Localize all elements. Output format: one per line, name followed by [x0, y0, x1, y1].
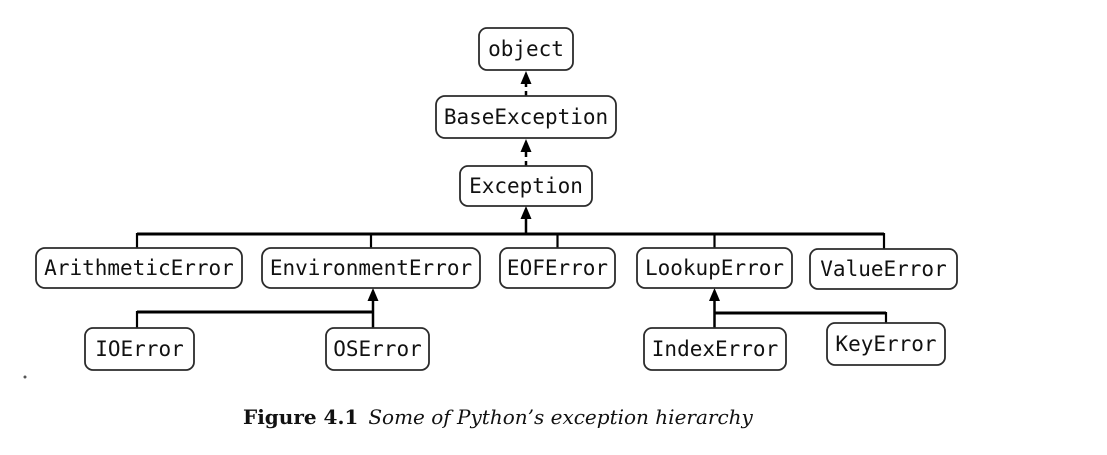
node-box	[643, 327, 787, 371]
stray-dot	[23, 375, 27, 379]
node-label: EOFError	[507, 256, 608, 280]
caption-label: Figure 4.1	[243, 405, 358, 429]
arrowhead-up-icon	[367, 288, 379, 301]
node-box	[84, 327, 195, 371]
node-exception: Exception	[459, 165, 593, 207]
node-arithmeticerror: ArithmeticError	[35, 247, 243, 289]
node-label: LookupError	[645, 256, 784, 280]
node-oserror: OSError	[325, 327, 430, 371]
node-box	[636, 247, 793, 289]
node-label: EnvironmentError	[270, 256, 472, 280]
node-label: OSError	[333, 337, 422, 361]
node-box	[459, 165, 593, 207]
node-label: ValueError	[820, 257, 946, 281]
node-ioerror: IOError	[84, 327, 195, 371]
node-environmenterror: EnvironmentError	[261, 247, 481, 289]
arrowhead-up-icon	[520, 206, 532, 219]
node-box	[826, 322, 946, 366]
edges	[135, 71, 888, 328]
node-box	[325, 327, 430, 371]
node-label: KeyError	[835, 332, 936, 356]
node-label: BaseException	[444, 105, 608, 129]
node-box	[35, 247, 243, 289]
node-object: object	[478, 27, 574, 71]
node-label: object	[488, 37, 564, 61]
node-box	[499, 247, 616, 289]
node-label: IndexError	[652, 337, 778, 361]
node-label: Exception	[469, 174, 583, 198]
node-box	[478, 27, 574, 71]
node-keyerror: KeyError	[826, 322, 946, 366]
arrowhead-up-icon	[709, 288, 720, 301]
caption-body: Some of Python’s exception hierarchy	[368, 405, 753, 429]
node-valueerror: ValueError	[809, 248, 958, 290]
figure-caption: Figure 4.1 Some of Python’s exception hie…	[243, 405, 754, 429]
node-box	[809, 248, 958, 290]
node-box	[261, 247, 481, 289]
arrowhead-up-icon	[520, 71, 532, 84]
node-lookuperror: LookupError	[636, 247, 793, 289]
arrowhead-up-icon	[520, 139, 532, 152]
node-label: ArithmeticError	[44, 256, 234, 280]
node-baseexception: BaseException	[435, 95, 617, 139]
node-label: IOError	[95, 337, 184, 361]
node-box	[435, 95, 617, 139]
node-indexerror: IndexError	[643, 327, 787, 371]
caption-text: Figure 4.1 Some of Python’s exception hie…	[243, 405, 754, 429]
node-eoferror: EOFError	[499, 247, 616, 289]
